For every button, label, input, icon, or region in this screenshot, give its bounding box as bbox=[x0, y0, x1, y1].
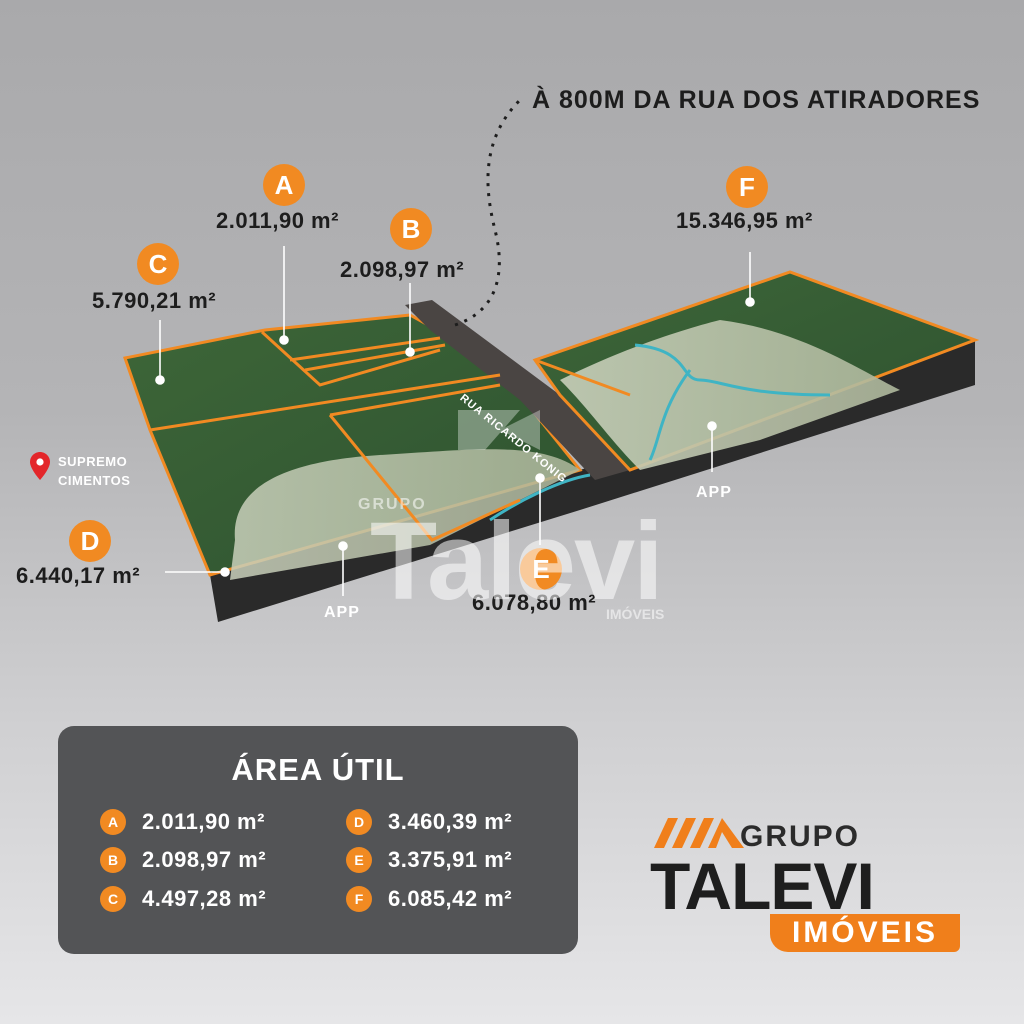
summary-value-b: 2.098,97 m² bbox=[142, 847, 267, 872]
lot-area-b: 2.098,97 m² bbox=[340, 257, 465, 282]
summary-badge-b: B bbox=[100, 847, 126, 873]
summary-badge-a: A bbox=[100, 809, 126, 835]
lot-area-a: 2.011,90 m² bbox=[216, 208, 339, 233]
app-label-right: APP bbox=[696, 484, 732, 501]
grupo-talevi-logo: GRUPO TALEVI IMÓVEIS bbox=[640, 818, 970, 958]
usable-area-card: ÁREA ÚTIL A 2.011,90 m² B 2.098,97 m² C … bbox=[58, 726, 578, 954]
poi-supremo-cimentos: SUPREMO CIMENTOS bbox=[30, 452, 130, 490]
leader-lines bbox=[155, 246, 755, 596]
summary-value-f: 6.085,42 m² bbox=[388, 886, 513, 911]
lot-badge-c: C bbox=[137, 243, 179, 285]
summary-value-a: 2.011,90 m² bbox=[142, 809, 265, 834]
logo-roof-icon bbox=[654, 818, 744, 848]
summary-badge-f: F bbox=[346, 886, 372, 912]
lot-badge-e: E bbox=[520, 548, 562, 590]
lot-badge-a: A bbox=[263, 164, 305, 206]
lot-badge-d: D bbox=[69, 520, 111, 562]
summary-badge-c: C bbox=[100, 886, 126, 912]
usable-area-title: ÁREA ÚTIL bbox=[231, 752, 405, 787]
summary-value-e: 3.375,91 m² bbox=[388, 847, 513, 872]
summary-row-d: D 3.460,39 m² bbox=[346, 809, 512, 835]
summary-row-f: F 6.085,42 m² bbox=[346, 886, 512, 912]
street-distance-note: À 800M DA RUA DOS ATIRADORES bbox=[532, 86, 981, 114]
lot-area-d: 6.440,17 m² bbox=[16, 563, 141, 588]
summary-row-b: B 2.098,97 m² bbox=[100, 847, 266, 873]
summary-value-c: 4.497,28 m² bbox=[142, 886, 267, 911]
map-pin-icon bbox=[30, 452, 50, 480]
lot-area-e: 6.078,80 m² bbox=[472, 590, 597, 615]
summary-badge-e: E bbox=[346, 847, 372, 873]
lot-area-c: 5.790,21 m² bbox=[92, 288, 217, 313]
lot-badge-f: F bbox=[726, 166, 768, 208]
summary-value-d: 3.460,39 m² bbox=[388, 809, 513, 834]
logo-talevi-text: TALEVI bbox=[650, 849, 875, 923]
watermark-imoveis: IMÓVEIS bbox=[606, 606, 665, 622]
logo-grupo-text: GRUPO bbox=[740, 820, 861, 853]
summary-row-c: C 4.497,28 m² bbox=[100, 886, 266, 912]
watermark-talevi: Talevi bbox=[370, 500, 664, 623]
road bbox=[405, 300, 630, 480]
logo-imoveis-text: IMÓVEIS bbox=[770, 914, 960, 952]
lot-dividers bbox=[149, 330, 631, 542]
poi-line-2: CIMENTOS bbox=[58, 473, 131, 488]
summary-row-a: A 2.011,90 m² bbox=[100, 809, 265, 835]
watermark-mark bbox=[458, 410, 540, 450]
summary-row-e: E 3.375,91 m² bbox=[346, 847, 512, 873]
dotted-route bbox=[454, 98, 522, 327]
app-zone-left bbox=[230, 449, 580, 580]
lot-area-f: 15.346,95 m² bbox=[676, 208, 813, 233]
land-plot-map bbox=[123, 98, 980, 622]
watermark-grupo: GRUPO bbox=[358, 496, 427, 513]
summary-badge-d: D bbox=[346, 809, 372, 835]
app-zone-right bbox=[560, 320, 900, 470]
app-label-left: APP bbox=[324, 604, 360, 621]
lot-badge-b: B bbox=[390, 208, 432, 250]
poi-line-1: SUPREMO bbox=[58, 454, 128, 469]
